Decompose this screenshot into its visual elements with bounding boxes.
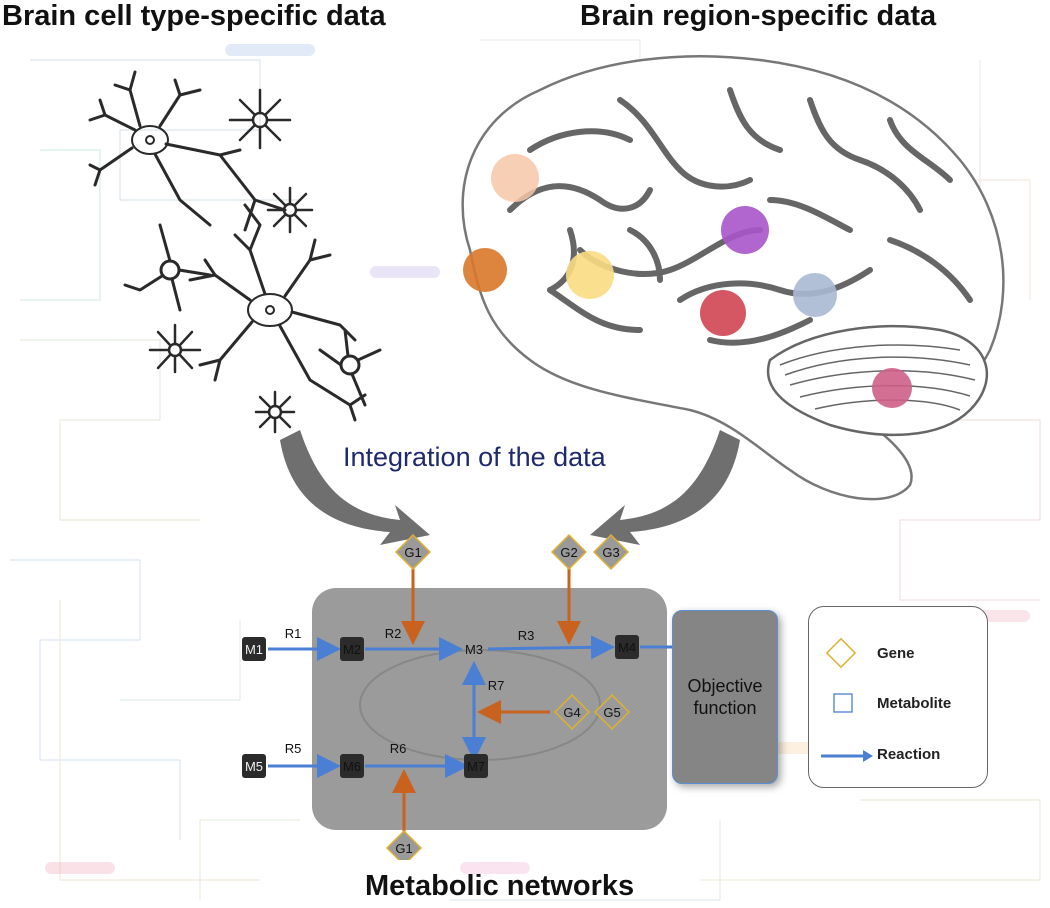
reaction-r6-label: R6 [390,741,407,756]
left-integration-arrow [280,430,430,545]
reaction-arrow-icon [821,750,873,762]
region-spot-parietal [721,206,769,254]
gene-g3 [592,533,630,571]
metabolite-m5 [242,754,266,778]
gene-g4-label: G4 [563,705,580,720]
gene-g5 [593,693,631,731]
objective-line2: function [693,698,757,718]
objective-function-box: Objective function [672,610,778,784]
integration-arrows [280,430,740,545]
gene-g1-bottom [385,829,423,860]
metabolite-m2 [340,637,364,661]
legend-item-metabolite: Metabolite [809,689,987,719]
metabolic-network: M1 M2 M3 M4 M5 M6 M7 R1 R2 R3 R4 R5 R6 R… [242,533,690,860]
gene-g2-label: G2 [560,545,577,560]
metabolite-m6 [340,754,364,778]
gene-g5-label: G5 [603,705,620,720]
legend-item-gene: Gene [809,637,987,669]
region-spot-frontal [491,154,539,202]
metabolite-m1-label: M1 [245,642,263,657]
region-spots [463,154,912,408]
metabolite-square-icon [833,693,853,713]
gene-g1-top [394,533,432,571]
objective-line1: Objective [687,676,763,696]
metabolite-m7 [464,754,488,778]
reaction-r7-label: R7 [488,678,505,693]
legend-item-reaction: Reaction [809,740,987,770]
right-integration-arrow [590,430,740,545]
metabolite-m4 [615,635,639,659]
brain-illustration [461,55,1005,501]
gene-diamond-icon [825,637,857,669]
legend-label-gene: Gene [877,645,915,662]
gene-g4 [553,693,591,731]
legend-label-reaction: Reaction [877,746,941,763]
gene-g2 [550,533,588,571]
gene-g1-bottom-label: G1 [395,841,412,856]
integration-label: Integration of the data [343,442,606,472]
legend-label-metabolite: Metabolite [877,695,952,712]
region-spot-cerebellum [872,368,912,408]
reaction-r1-label: R1 [285,626,302,641]
reaction-r3 [487,635,615,660]
metabolite-m7-label: M7 [467,759,485,774]
legend: Gene Metabolite Reaction [808,606,988,788]
region-spot-insula [566,251,614,299]
gene-g1-top-label: G1 [404,545,421,560]
metabolic-networks-title: Metabolic networks [365,870,635,902]
region-spot-orbitofrontal [463,248,507,292]
region-title: Brain region-specific data [580,0,937,32]
region-spot-temporal [700,290,746,336]
brain-cells-illustration [88,70,382,434]
metabolite-m1 [242,637,266,661]
metabolite-m2-label: M2 [343,642,361,657]
region-spot-occipital [793,273,837,317]
gene-g3-label: G3 [602,545,619,560]
reaction-r3-label: R3 [518,628,535,643]
metabolite-m4-label: M4 [618,640,636,655]
reaction-r5-label: R5 [285,741,302,756]
reaction-r2-label: R2 [385,626,402,641]
metabolite-m6-label: M6 [343,759,361,774]
cell-type-title: Brain cell type-specific data [2,0,386,32]
metabolite-m5-label: M5 [245,759,263,774]
metabolite-m3-label: M3 [465,642,483,657]
